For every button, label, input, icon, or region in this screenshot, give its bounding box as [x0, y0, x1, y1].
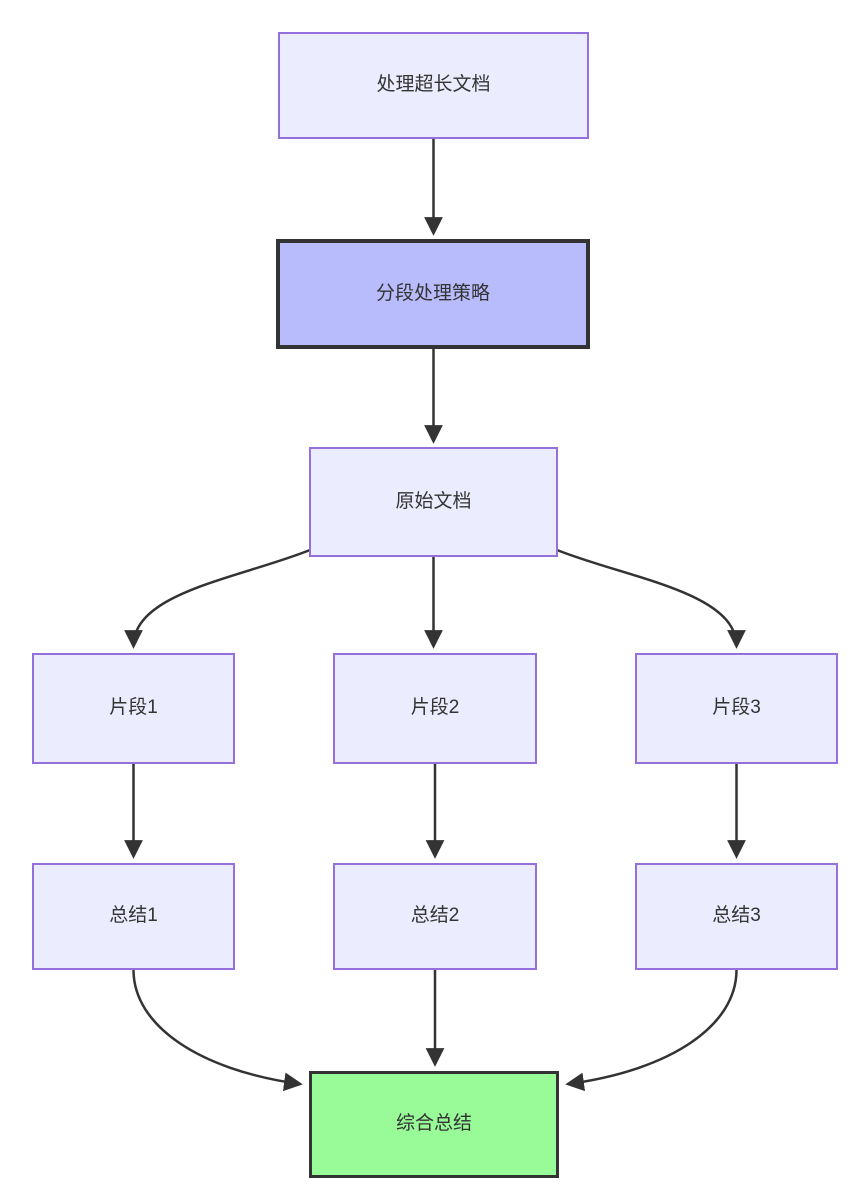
edge-sum3-final — [565, 969, 738, 1092]
node-label: 片段1 — [109, 697, 158, 719]
node-segment-2: 片段2 — [333, 653, 537, 764]
node-label: 综合总结 — [395, 1113, 472, 1135]
node-segment-1: 片段1 — [32, 653, 235, 764]
node-label: 分段处理策略 — [375, 282, 490, 304]
node-summary-1: 总结1 — [32, 863, 235, 970]
node-label: 总结3 — [712, 905, 761, 927]
edge-doc-seg3 — [556, 548, 746, 649]
node-label: 原始文档 — [395, 490, 472, 512]
node-label: 片段3 — [712, 697, 761, 719]
node-label: 总结1 — [109, 905, 158, 927]
node-summary-3: 总结3 — [635, 863, 838, 970]
edge-doc-seg1 — [124, 548, 311, 649]
edge-sum1-final — [132, 969, 303, 1092]
node-original-document: 原始文档 — [309, 447, 558, 557]
node-segmentation-strategy: 分段处理策略 — [276, 239, 590, 349]
node-summary-2: 总结2 — [333, 863, 537, 970]
node-label: 处理超长文档 — [376, 74, 491, 96]
node-combined-summary: 综合总结 — [309, 1071, 559, 1178]
node-segment-3: 片段3 — [635, 653, 838, 764]
node-label: 总结2 — [410, 905, 460, 927]
node-label: 片段2 — [410, 697, 460, 719]
node-process-long-document: 处理超长文档 — [278, 32, 589, 139]
